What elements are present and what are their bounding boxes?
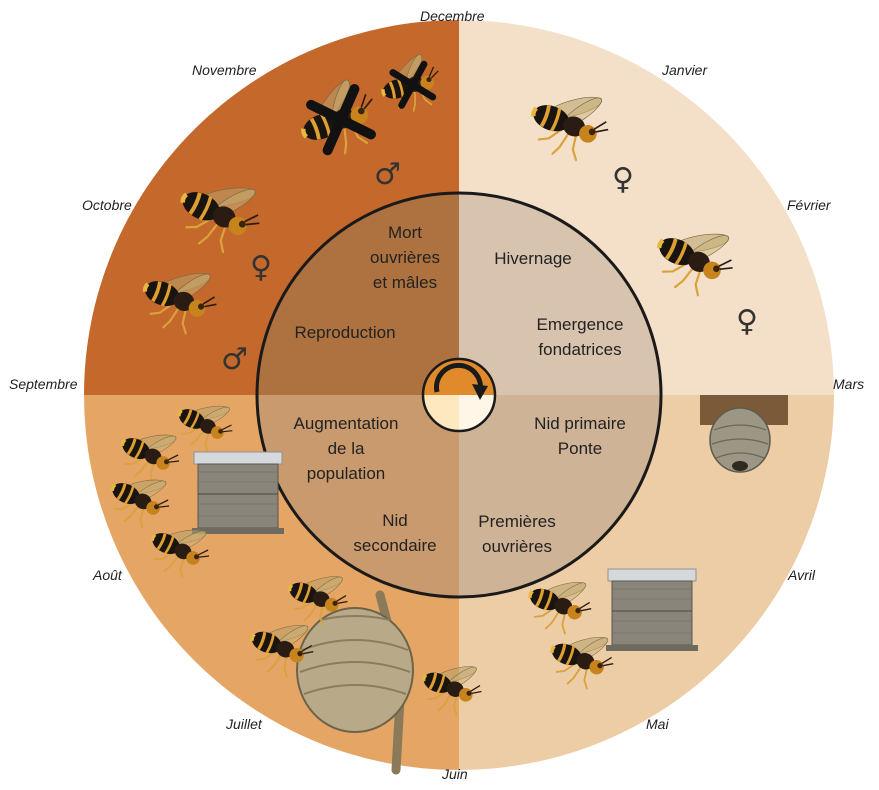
stage-mort: Mort ouvrières et mâles: [355, 220, 455, 295]
month-novembre: Novembre: [192, 62, 257, 78]
stage-emergence: Emergence fondatrices: [520, 312, 640, 362]
stage-nid-primaire: Nid primaire Ponte: [520, 411, 640, 461]
dead-hornet-icon: [290, 69, 386, 164]
stage-nid-secondaire-line1: Nid: [382, 511, 408, 530]
month-decembre: Decembre: [420, 8, 485, 24]
stage-mort-line2: ouvrières: [370, 248, 440, 267]
stage-emergence-line1: Emergence: [536, 315, 624, 334]
primary-nest-icon: [700, 395, 788, 473]
inner-circle-border: [255, 191, 663, 599]
cycle-arrow-icon: [421, 357, 497, 433]
male-symbol: ♂: [374, 157, 401, 192]
month-juin: Juin: [442, 766, 468, 782]
stage-premieres-line1: Premières: [478, 512, 556, 531]
dead-hornet-icon: [373, 45, 449, 120]
stage-premieres-ouvrieres: Premières ouvrières: [462, 509, 572, 559]
female-symbol: ♀: [612, 162, 634, 197]
inner-spring: [459, 395, 661, 597]
month-mai: Mai: [646, 716, 669, 732]
stage-augmentation-line3: population: [306, 464, 386, 483]
month-aout: Août: [93, 567, 122, 583]
stage-augmentation-line1: Augmentation: [293, 414, 399, 433]
beehive-icon: [605, 568, 699, 652]
stage-augmentation: Augmentation de la population: [276, 411, 416, 486]
inner-autumn: [257, 193, 459, 395]
female-symbol: ♀: [736, 304, 758, 339]
month-janvier: Janvier: [662, 62, 708, 78]
month-avril: Avril: [788, 567, 815, 583]
stage-nid-secondaire-line2: secondaire: [353, 536, 437, 555]
inner-winter: [459, 193, 661, 395]
month-octobre: Octobre: [82, 197, 132, 213]
stage-emergence-line2: fondatrices: [538, 340, 622, 359]
female-symbol: ♀: [250, 250, 272, 285]
stage-augmentation-line2: de la: [327, 439, 365, 458]
stage-nid-secondaire: Nid secondaire: [340, 508, 450, 558]
stage-hivernage: Hivernage: [494, 249, 572, 268]
stage-nid-primaire-line1: Nid primaire: [534, 414, 626, 433]
stage-nid-primaire-line2: Ponte: [557, 439, 603, 458]
male-symbol: ♂: [221, 342, 248, 377]
month-fevrier: Février: [787, 197, 831, 213]
secondary-nest-icon: [296, 590, 414, 775]
beehive-icon: [191, 451, 285, 535]
month-septembre: Septembre: [9, 376, 78, 392]
month-juillet: Juillet: [226, 716, 262, 732]
stage-mort-line3: et mâles: [372, 273, 438, 292]
stage-mort-line1: Mort: [388, 223, 422, 242]
month-mars: Mars: [833, 376, 865, 392]
stage-premieres-line2: ouvrières: [482, 537, 552, 556]
stage-reproduction: Reproduction: [294, 323, 396, 342]
inner-summer: [257, 395, 459, 597]
